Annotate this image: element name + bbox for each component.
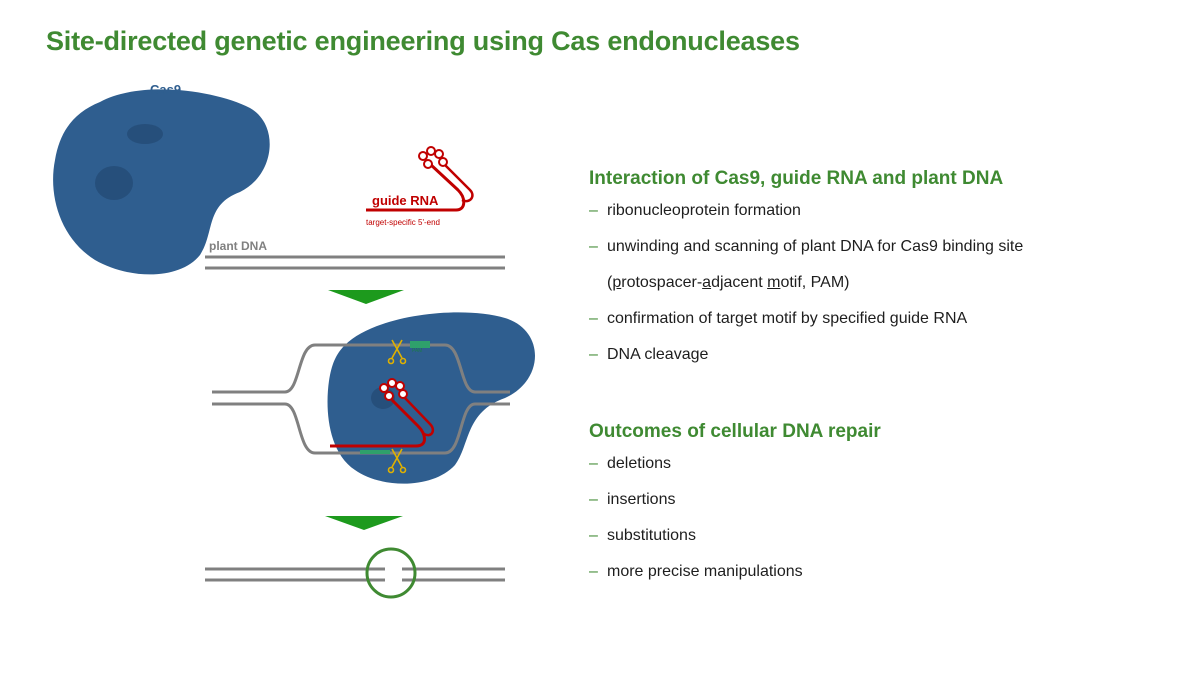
repair-site-circle <box>365 547 417 599</box>
cas9-label: Cas9 <box>150 82 181 97</box>
section-heading: Interaction of Cas9, guide RNA and plant… <box>589 168 1004 189</box>
list-item: – insertions <box>589 489 881 525</box>
list-item: – DNA cleavage <box>589 344 1023 380</box>
plant-dna-strands <box>205 255 505 270</box>
repaired-dna <box>205 567 505 582</box>
list-item: – ribonucleoprotein formation <box>589 200 1023 236</box>
cas9-protein <box>53 89 270 275</box>
list-item: – deletions <box>589 453 881 489</box>
bullet-list: – deletions – insertions – substitutions… <box>589 453 881 597</box>
pam-label: PAM <box>412 348 422 354</box>
guide-rna <box>366 146 474 212</box>
bullet-dash: – <box>589 455 598 472</box>
list-item: – confirmation of target motif by specif… <box>589 308 1023 344</box>
step-arrow-1 <box>328 290 404 304</box>
scissors-icon-top <box>387 339 407 365</box>
list-item: – more precise manipulations <box>589 561 881 597</box>
page-title: Site-directed genetic engineering using … <box>46 26 800 56</box>
section-heading: Outcomes of cellular DNA repair <box>589 421 881 442</box>
section-outcomes: Outcomes of cellular DNA repair – deleti… <box>589 421 881 597</box>
list-item: – substitutions <box>589 525 881 561</box>
bullet-dash: – <box>589 563 598 580</box>
section-interaction: Interaction of Cas9, guide RNA and plant… <box>589 168 1023 380</box>
step-arrow-2 <box>325 516 403 530</box>
list-item: – unwinding and scanning of plant DNA fo… <box>589 236 1023 272</box>
bullet-dash: – <box>589 527 598 544</box>
guide-rna-label: guide RNA <box>372 193 439 208</box>
scissors-icon-bottom <box>387 448 407 474</box>
plant-dna-label: plant DNA <box>209 239 267 253</box>
bullet-dash: – <box>589 238 598 255</box>
bullet-list: – ribonucleoprotein formation – unwindin… <box>589 200 1023 380</box>
guide-rna-sublabel: target-specific 5'-end <box>366 218 440 227</box>
cas9-bound <box>327 312 535 484</box>
bullet-dash: – <box>589 310 598 327</box>
list-item-continuation: (protospacer-adjacent motif, PAM) <box>607 274 850 291</box>
bullet-dash: – <box>589 491 598 508</box>
pam-site <box>410 341 430 348</box>
bullet-dash: – <box>589 346 598 363</box>
bullet-dash: – <box>589 202 598 219</box>
guide-rna-bound <box>330 378 435 454</box>
